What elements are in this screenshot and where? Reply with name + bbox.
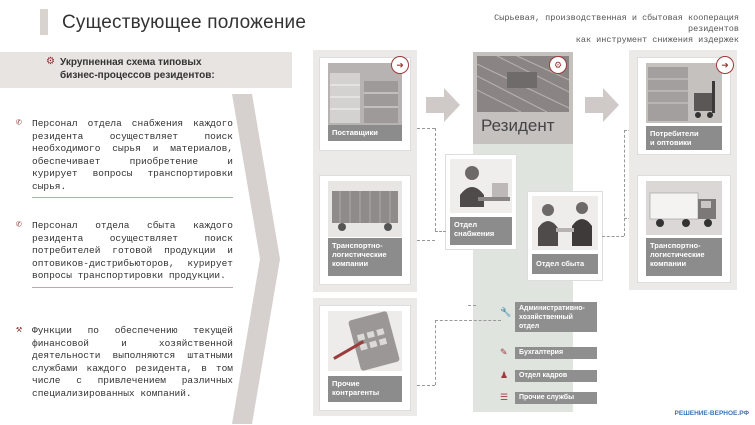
calculator-photo [328, 311, 402, 371]
connector-line [417, 128, 435, 129]
note-divider [32, 286, 233, 288]
note-procurement: ✆ Персонал отдела снабжения каждого рези… [16, 118, 233, 198]
note-text: Функции по обеспечению текущей финансово… [32, 325, 233, 399]
section-header: ⚙ Укрупненная схема типовых бизнес-проце… [0, 52, 292, 88]
section-title-line-2: бизнес-процессов резидентов: [60, 70, 215, 81]
transport-right-line-2: логистические [650, 250, 705, 259]
gears-icon: ⚙ [46, 56, 55, 67]
service-admin-line-1: Административно- [519, 305, 585, 312]
person-icon: ♟ [500, 370, 509, 380]
truck-photo [646, 181, 722, 235]
document-icon: ✎ [500, 347, 508, 357]
arrow-right-icon [585, 88, 619, 122]
gears-icon: ⚙ [549, 56, 567, 74]
transport-left-card: Транспортно- логистические компании [320, 176, 410, 284]
procurement-line-2: снабжения [454, 229, 495, 238]
sales-card: Отдел сбыта [528, 192, 602, 280]
note-sales: ✆ Персонал отдела сбыта каждого резидент… [16, 220, 233, 288]
transport-right-card: Транспортно- логистические компании [638, 176, 730, 282]
suppliers-card: Поставщики [320, 58, 410, 150]
list-icon: ☰ [500, 392, 509, 402]
other-line-1: Прочие [332, 379, 360, 388]
service-admin-line-2: хозяйственный [519, 314, 573, 321]
office-worker-photo [450, 159, 512, 213]
connector-line [602, 236, 624, 237]
wrench-icon: 🔧 [500, 307, 512, 317]
connector-line [435, 231, 446, 232]
service-accounting: Бухгалтерия [515, 347, 597, 359]
other-label: Прочие контрагенты [328, 376, 402, 402]
connector-line [417, 385, 435, 386]
service-admin-line-3: отдел [519, 323, 540, 330]
transport-right-label: Транспортно- логистические компании [646, 238, 722, 276]
consumers-line-2: и оптовики [650, 138, 692, 147]
consumers-card: Потребители и оптовики [638, 58, 730, 154]
hammer-icon: ⚒ [16, 325, 23, 336]
title-accent-bar [40, 9, 48, 35]
consumers-label: Потребители и оптовики [646, 126, 722, 150]
connector-line [624, 130, 625, 236]
connector-line [435, 320, 436, 385]
page-subtitle: Сырьевая, производственная и сбытовая ко… [439, 13, 739, 46]
section-title-line-1: Укрупненная схема типовых [60, 57, 202, 68]
consumers-line-1: Потребители [650, 129, 699, 138]
transport-left-label: Транспортно- логистические компании [328, 238, 402, 276]
note-divider [32, 197, 233, 198]
exit-icon: ➜ [391, 56, 409, 74]
railcar-photo [328, 181, 402, 237]
phone-icon: ✆ [16, 118, 23, 129]
warehouse-forklift-photo [646, 63, 722, 123]
resident-label: Резидент [481, 116, 555, 135]
resident-header: ⚙ Резидент [473, 52, 573, 144]
connector-line [435, 320, 501, 321]
warehouse-photo [328, 63, 402, 125]
other-line-2: контрагенты [332, 388, 380, 397]
connector-line [417, 240, 435, 241]
connector-line [468, 305, 476, 306]
service-other: Прочие службы [515, 392, 597, 404]
phone-icon: ✆ [16, 220, 23, 231]
transport-left-line-1: Транспортно- [332, 241, 383, 250]
transport-left-line-3: компании [332, 259, 369, 268]
exit-icon: ➜ [716, 56, 734, 74]
page-title: Существующее положение [62, 12, 307, 33]
procurement-line-1: Отдел [454, 220, 478, 229]
subtitle-line-1: Сырьевая, производственная и сбытовая ко… [494, 13, 739, 34]
sales-label: Отдел сбыта [532, 254, 598, 274]
arrow-right-icon [426, 88, 460, 122]
service-admin: Административно- хозяйственный отдел [515, 302, 597, 332]
handshake-photo [532, 196, 598, 250]
transport-left-line-2: логистические [332, 250, 387, 259]
service-hr: Отдел кадров [515, 370, 597, 382]
other-card: Прочие контрагенты [320, 306, 410, 410]
big-chevron-icon [232, 94, 280, 424]
section-title: Укрупненная схема типовых бизнес-процесс… [60, 56, 280, 82]
site-logo: РЕШЕНИЕ-ВЕРНОЕ.РФ [674, 410, 749, 417]
note-text: Персонал отдела снабжения каждого резиде… [32, 118, 233, 192]
procurement-label: Отдел снабжения [450, 217, 512, 245]
connector-line [435, 128, 436, 231]
procurement-card: Отдел снабжения [446, 155, 516, 249]
transport-right-line-1: Транспортно- [650, 241, 701, 250]
subtitle-line-2: как инструмент снижения издержек [575, 35, 739, 45]
note-services: ⚒ Функции по обеспечению текущей финансо… [16, 325, 233, 400]
note-text: Персонал отдела сбыта каждого резидента … [32, 220, 233, 281]
suppliers-label: Поставщики [328, 125, 402, 141]
transport-right-line-3: компании [650, 259, 687, 268]
